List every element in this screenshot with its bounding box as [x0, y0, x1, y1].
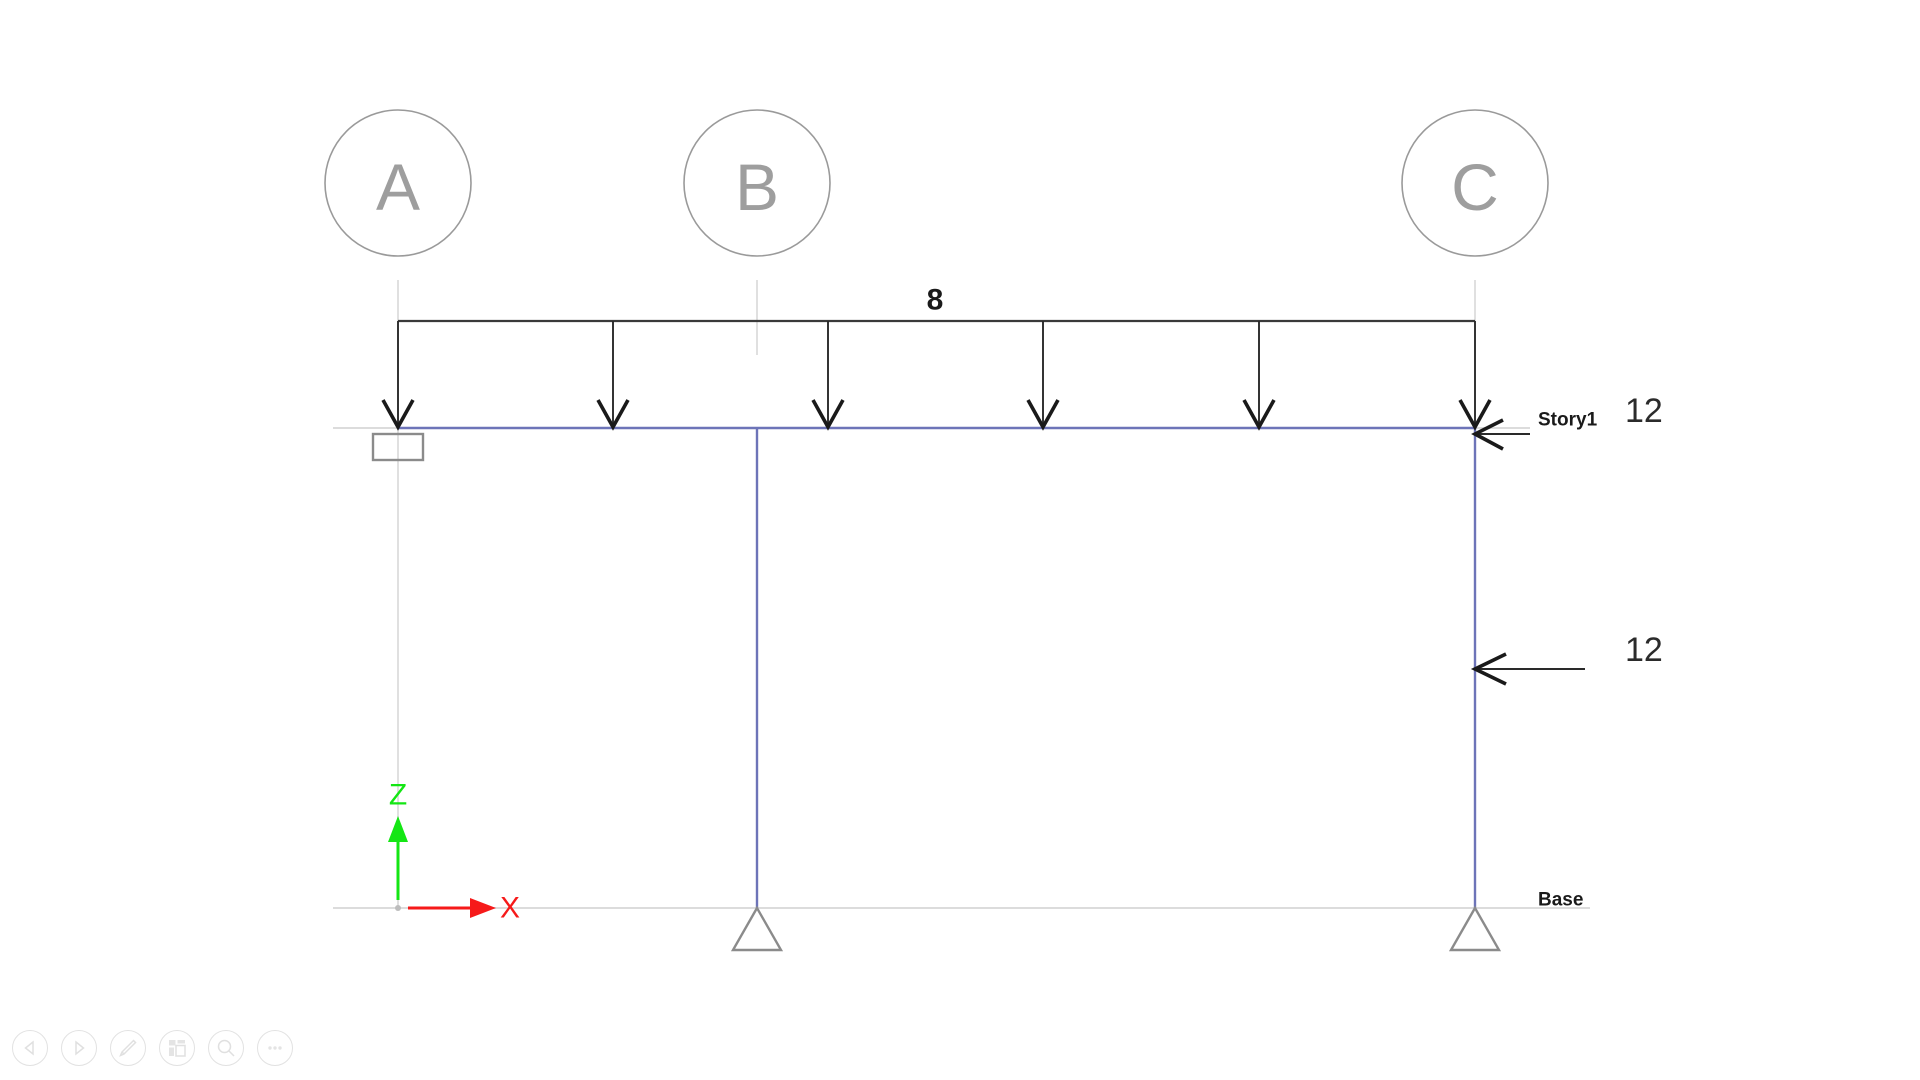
- joint-load-head: [1471, 418, 1504, 451]
- back-button[interactable]: [12, 1030, 48, 1066]
- level-label-base: Base: [1538, 890, 1583, 911]
- forward-button[interactable]: [61, 1030, 97, 1066]
- gridline-group: [397, 280, 1476, 910]
- grid-bubble-circle: [683, 109, 831, 257]
- bottom-toolbar: [8, 1026, 297, 1070]
- load-arrow: [1242, 321, 1276, 431]
- structural-members: [398, 426, 1477, 908]
- axis-label-x: X: [500, 892, 520, 925]
- axis-label-z: Z: [389, 779, 407, 812]
- axis-triad: X Z: [388, 779, 520, 925]
- lateral-point-load[interactable]: 12: [1470, 631, 1663, 686]
- load-arrow: [811, 321, 845, 431]
- joint-lateral-load[interactable]: 12: [1471, 392, 1663, 451]
- load-arrow: [381, 321, 415, 431]
- roller-support-box: [371, 432, 425, 462]
- grid-bubble-label: A: [376, 150, 420, 224]
- pen-icon: [119, 1039, 137, 1057]
- level-label-story1: Story1: [1538, 410, 1598, 431]
- pin-support-b[interactable]: [730, 905, 784, 952]
- pin-support-triangle: [730, 905, 784, 952]
- layers-button[interactable]: [159, 1030, 195, 1066]
- grid-bubble-c[interactable]: C: [1401, 109, 1549, 257]
- distributed-load-value: 8: [927, 284, 944, 317]
- grid-bubble-label: B: [735, 150, 779, 224]
- load-arrow: [1458, 321, 1492, 431]
- axis-z-arrowhead: [388, 816, 408, 842]
- pin-support-triangle: [1448, 905, 1502, 952]
- load-arrow: [1026, 321, 1060, 431]
- triangle-left-icon: [24, 1040, 34, 1056]
- layers-icon: [169, 1040, 186, 1057]
- zoom-button[interactable]: [208, 1030, 244, 1066]
- level-line-group: [333, 427, 1590, 909]
- draw-button[interactable]: [110, 1030, 146, 1066]
- pin-support-c[interactable]: [1448, 905, 1502, 952]
- grid-bubble-label: C: [1451, 150, 1499, 224]
- joint-lateral-load-value: 12: [1625, 392, 1663, 430]
- distributed-load[interactable]: 8: [381, 284, 1492, 431]
- more-button[interactable]: [257, 1030, 293, 1066]
- axis-origin-dot: [395, 905, 401, 911]
- load-arrow: [596, 321, 630, 431]
- grid-bubble-b[interactable]: B: [683, 109, 831, 257]
- grid-bubble-circle: [1401, 109, 1549, 257]
- grid-bubble-circle: [324, 109, 472, 257]
- grid-bubble-a[interactable]: A: [324, 109, 472, 257]
- roller-support-a[interactable]: [371, 432, 425, 462]
- lateral-point-load-value: 12: [1625, 631, 1663, 669]
- triangle-right-icon: [75, 1040, 85, 1056]
- ellipsis-icon: [268, 1046, 282, 1050]
- lateral-load-head: [1470, 652, 1507, 686]
- axis-x-arrowhead: [470, 898, 496, 918]
- magnifier-icon: [217, 1039, 235, 1057]
